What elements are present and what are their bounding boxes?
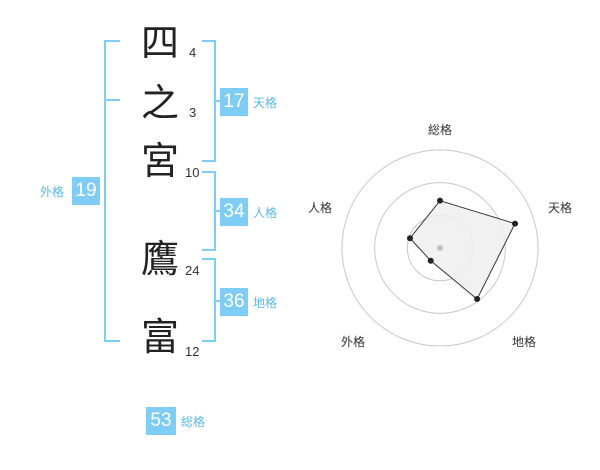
radar-point-2 bbox=[512, 220, 519, 227]
name-char-1: 四 bbox=[141, 21, 180, 65]
radar-ring-3 bbox=[341, 149, 539, 347]
jinkaku-value-badge: 34 bbox=[220, 198, 248, 226]
stroke-count-4: 24 bbox=[185, 263, 200, 278]
soukaku-label: 総格 bbox=[181, 415, 206, 429]
name-char-5: 富 bbox=[141, 315, 180, 359]
stroke-count-2: 3 bbox=[189, 105, 197, 120]
tenkaku-bracket-tick bbox=[214, 100, 222, 102]
radar-axis-label-jinkaku: 人格 bbox=[308, 201, 333, 215]
name-char-2: 之 bbox=[141, 81, 180, 125]
gaikaku-label: 外格 bbox=[40, 185, 65, 199]
name-char-4: 鷹 bbox=[141, 237, 180, 281]
radar-point-3 bbox=[474, 296, 481, 303]
radar-series-polygon bbox=[409, 200, 516, 300]
chikaku-value-badge: 36 bbox=[220, 288, 248, 316]
radar-center-dot bbox=[437, 245, 443, 251]
radar-point-5 bbox=[406, 235, 413, 242]
radar-axis-label-tenkaku: 天格 bbox=[548, 201, 573, 215]
radar-axis-label-gaikaku: 外格 bbox=[341, 335, 366, 349]
radar-point-1 bbox=[437, 197, 443, 204]
radar-axis-label-chikaku: 地格 bbox=[512, 335, 537, 349]
stroke-count-5: 12 bbox=[185, 344, 200, 359]
chikaku-label: 地格 bbox=[253, 296, 278, 310]
gaikaku-bracket bbox=[104, 40, 120, 342]
gaikaku-bracket-tick bbox=[104, 99, 120, 101]
stroke-count-1: 4 bbox=[189, 45, 197, 60]
jinkaku-label: 人格 bbox=[253, 206, 278, 220]
gaikaku-value-badge: 19 bbox=[72, 177, 100, 205]
tenkaku-label: 天格 bbox=[253, 96, 278, 110]
tenkaku-value-badge: 17 bbox=[220, 88, 248, 116]
chikaku-bracket-tick bbox=[214, 300, 222, 302]
stroke-count-3: 10 bbox=[185, 165, 200, 180]
soukaku-value-badge: 53 bbox=[146, 407, 176, 435]
name-char-3: 宮 bbox=[141, 139, 180, 183]
jinkaku-bracket-tick bbox=[214, 210, 222, 212]
radar-axis-label-soukaku: 総格 bbox=[428, 123, 453, 137]
radar-ring-2 bbox=[374, 182, 506, 314]
radar-point-4 bbox=[427, 257, 434, 264]
